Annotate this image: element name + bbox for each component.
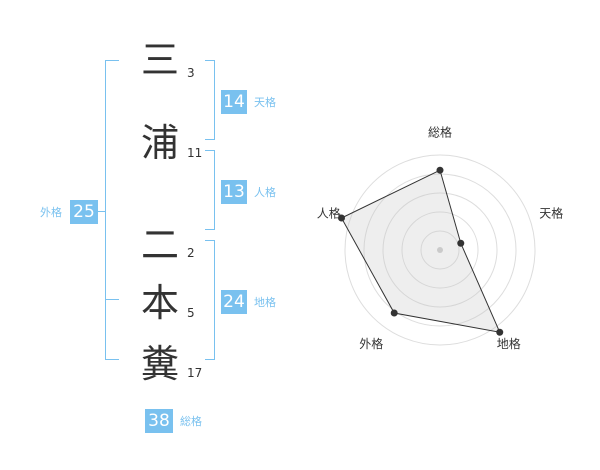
radar-area	[340, 169, 501, 333]
radar-axis-label-5: 人格	[317, 205, 341, 220]
gaikaku-bracket-mid	[105, 299, 119, 300]
radar-axis-label-2: 天格	[539, 205, 563, 220]
radar-point-4	[390, 309, 398, 317]
radar-ring-3	[382, 192, 498, 308]
radar-axis-label-4: 外格	[359, 336, 383, 351]
stroke-count-3: 2	[187, 246, 195, 260]
name-char-3: 二	[140, 223, 179, 267]
gaikaku-label: 外格	[40, 206, 62, 219]
radar-ring-4	[363, 173, 517, 327]
gaikaku-value: 25	[70, 200, 98, 224]
radar-point-1	[436, 166, 444, 174]
jinkaku-value: 13	[221, 180, 247, 204]
radar-axis-label-1: 総格	[428, 125, 452, 140]
chikaku-label: 地格	[254, 296, 276, 309]
radar-point-5	[338, 214, 346, 222]
radar-axis-label-3: 地格	[497, 336, 521, 351]
name-char-5: 糞	[140, 342, 179, 386]
gaikaku-bracket-tick	[95, 211, 105, 212]
name-char-4: 本	[140, 281, 179, 325]
jinkaku-label: 人格	[254, 186, 276, 199]
soukaku-label: 総格	[180, 415, 202, 428]
tenkaku-bracket	[205, 60, 215, 140]
soukaku-value: 38	[145, 409, 173, 433]
tenkaku-value: 14	[221, 90, 247, 114]
radar-point-3	[496, 328, 504, 336]
radar-ring-2	[401, 211, 479, 289]
stroke-count-2: 11	[187, 146, 203, 160]
name-char-1: 三	[140, 38, 179, 82]
radar-ring-1	[420, 230, 460, 270]
chikaku-value: 24	[221, 290, 247, 314]
stroke-count-5: 17	[187, 366, 203, 380]
stroke-count-1: 3	[187, 66, 195, 80]
tenkaku-label: 天格	[254, 96, 276, 109]
radar-ring-5	[344, 154, 536, 346]
stroke-count-4: 5	[187, 306, 195, 320]
radar-center-dot	[437, 247, 443, 253]
gaikaku-bracket	[105, 60, 119, 360]
jinkaku-bracket	[205, 150, 215, 230]
chikaku-bracket	[205, 240, 215, 360]
name-char-2: 浦	[140, 121, 179, 165]
radar-point-2	[457, 239, 465, 247]
